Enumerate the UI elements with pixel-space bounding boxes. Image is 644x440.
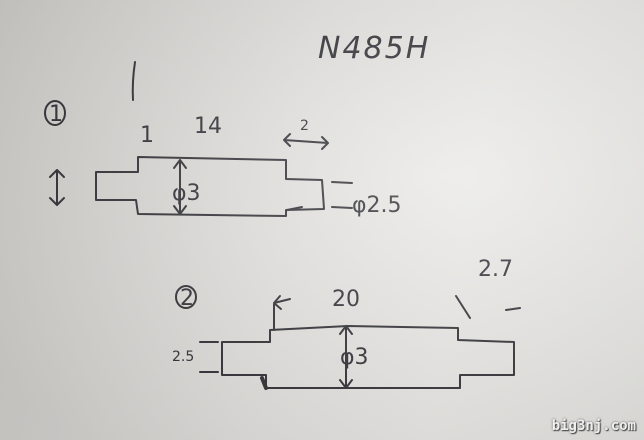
part1-number-circle [44, 100, 66, 126]
part1-end-dia-leader [331, 181, 353, 209]
part2-length-arrow [273, 295, 291, 331]
model-code-text: N485H [318, 31, 430, 66]
part1-dim-left: 1 [140, 123, 154, 148]
part1-outline [95, 156, 325, 217]
part2-end-dia-leader [199, 341, 219, 373]
part1-chamfer [286, 206, 303, 211]
part1-dia-body: φ3 [172, 181, 201, 206]
part1-left-dia-arrow [49, 169, 65, 206]
part2-dim-body-length: 20 [332, 287, 360, 312]
part2-outline [221, 325, 515, 389]
part1-body-dia-arrow [173, 159, 187, 215]
part1-end-length-arrow [283, 133, 329, 150]
part1-dia-end: φ2.5 [352, 193, 402, 218]
part2-end-arrows [455, 295, 521, 319]
part2-dim-right-end: 2.7 [478, 257, 513, 282]
part2-dia-end: 2.5 [172, 349, 194, 365]
part2-chamfer-mark [260, 376, 268, 390]
part1-dim-body-length: 14 [194, 114, 222, 139]
stray-pencil-line [131, 61, 136, 101]
part1-number: 1 [49, 102, 63, 127]
part1-dim-right-end: 2 [300, 118, 309, 134]
part2-number-circle [175, 285, 197, 309]
part2-number: 2 [180, 286, 194, 311]
part2-dia-body: φ3 [340, 345, 369, 370]
watermark-text: big3nj.com [551, 418, 636, 434]
part2-body-dia-arrow [339, 325, 353, 389]
